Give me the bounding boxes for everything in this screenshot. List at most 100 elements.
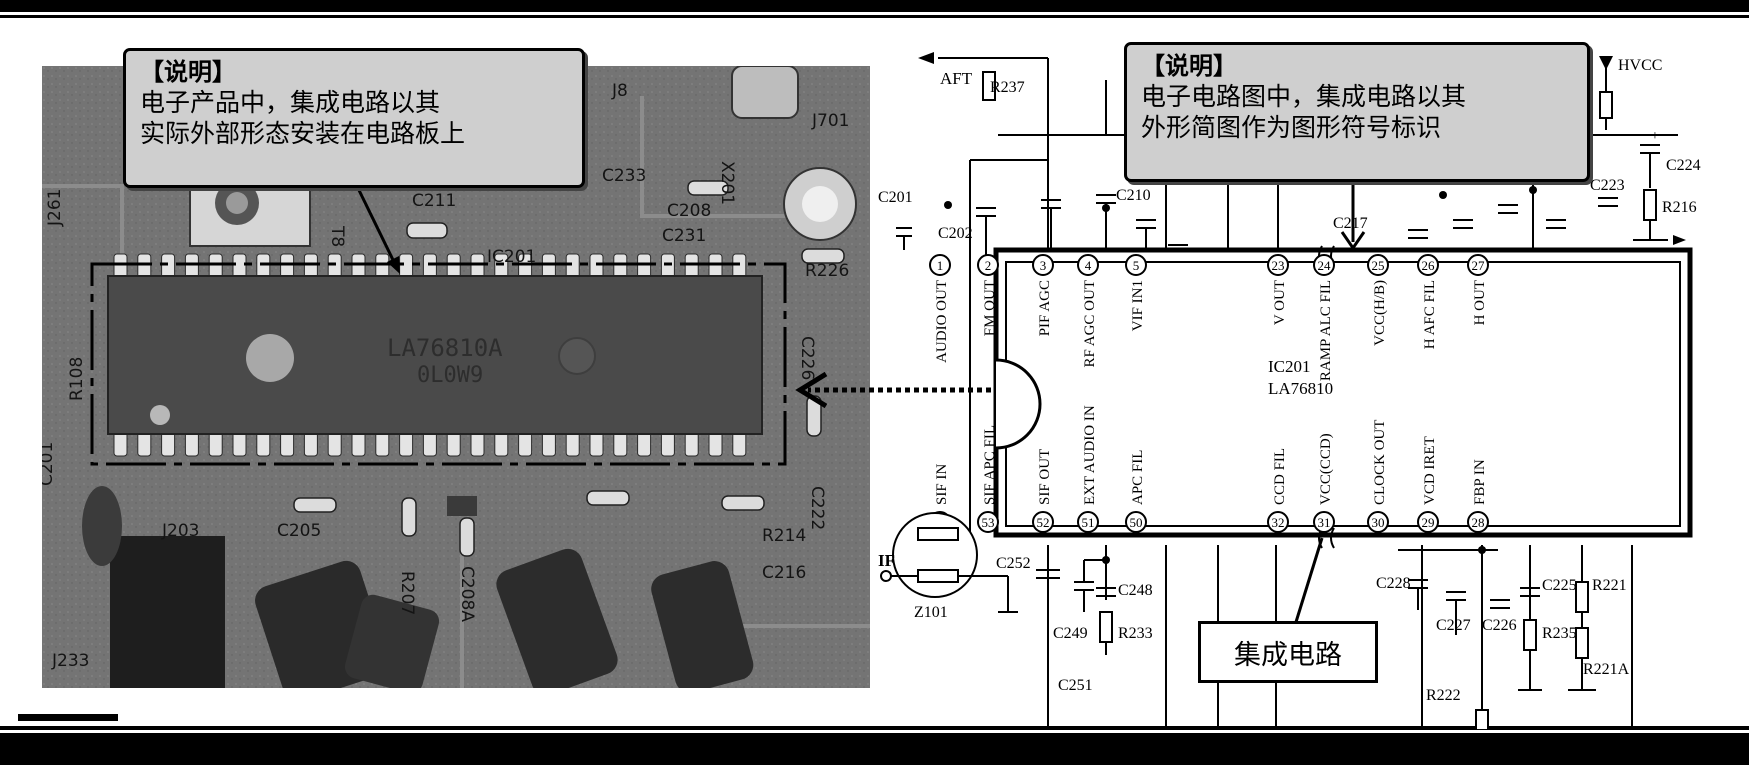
board-label-c233: C233 xyxy=(602,166,646,186)
signal-aft: AFT xyxy=(940,69,973,88)
bottom-pin-number: 32 xyxy=(1272,515,1285,530)
board-label-j261: J261 xyxy=(45,189,65,227)
top-pin-number: 4 xyxy=(1085,258,1092,273)
top-pin-circle xyxy=(1417,254,1439,276)
top-border-thin xyxy=(0,15,1749,18)
bottom-pin-name: APC FIL xyxy=(1130,450,1146,505)
label-c224: C224 xyxy=(1666,157,1701,174)
top-components xyxy=(896,71,1660,255)
right-callout-title: 【说明】 xyxy=(1141,52,1237,80)
bottom-pin-number: 51 xyxy=(1082,515,1095,530)
right-explanation-callout: 【说明】 电子电路图中，集成电路以其 外形简图作为图形符号标识 xyxy=(1124,42,1590,182)
top-pin-number: 5 xyxy=(1133,258,1140,273)
board-label-r214: R214 xyxy=(762,526,806,546)
bottom-pin-circle xyxy=(1267,511,1289,533)
label-c201: C201 xyxy=(878,189,913,206)
bottom-pin-name: VCD IRET xyxy=(1422,436,1438,505)
board-label-c205: C205 xyxy=(277,521,321,541)
top-capacitors xyxy=(731,66,857,241)
top-pin-circle xyxy=(929,254,951,276)
resistors xyxy=(293,180,845,557)
top-pin-number: 1 xyxy=(937,258,944,273)
left-callout-pointer xyxy=(353,181,397,265)
board-label-r226: R226 xyxy=(805,261,849,281)
bottom-pin-name: CCD FIL xyxy=(1272,448,1288,505)
top-pin-name: FM OUT xyxy=(982,280,998,336)
bottom-pin-number: 29 xyxy=(1422,515,1435,530)
chip-marking-2: 0L0W9 xyxy=(417,363,483,388)
label-c248: C248 xyxy=(1118,582,1153,599)
top-pin-number: 26 xyxy=(1422,258,1436,273)
top-pin-circle xyxy=(1467,254,1489,276)
ic-highlight-frame xyxy=(90,262,787,466)
bottom-pin-number: 30 xyxy=(1372,515,1385,530)
left-callout-title: 【说明】 xyxy=(140,58,236,86)
bottom-pin-number: 52 xyxy=(1037,515,1050,530)
label-r216: R216 xyxy=(1662,199,1697,216)
board-label-j8: J8 xyxy=(611,81,628,101)
label-r221: R221 xyxy=(1592,577,1627,594)
signal-hvcc: HVCC xyxy=(1618,57,1662,74)
top-pin-circle xyxy=(1077,254,1099,276)
board-label-c201: C201 xyxy=(42,442,57,486)
top-pin-circle xyxy=(1032,254,1054,276)
label-c227: C227 xyxy=(1436,617,1471,634)
top-pin-circle xyxy=(1313,254,1335,276)
signal-if: IF xyxy=(878,551,895,570)
board-label-c231: C231 xyxy=(662,226,706,246)
label-r221a: R221A xyxy=(1583,661,1630,678)
label-c202: C202 xyxy=(938,225,973,242)
top-pin-circle xyxy=(977,254,999,276)
pcb-photo-illustration: LA76810A 0L0W9 IC201 J261 T8 C201 R108 R… xyxy=(42,66,870,688)
bottom-pin-number: 28 xyxy=(1472,515,1485,530)
top-pin-number: 25 xyxy=(1372,258,1385,273)
bottom-pin-number: 53 xyxy=(982,515,995,530)
board-label-ic201: IC201 xyxy=(487,247,536,267)
plus-sign: + xyxy=(1651,129,1659,144)
board-label-r207: R207 xyxy=(397,571,417,615)
bottom-pin-circle xyxy=(1467,511,1489,533)
board-label-c226: C226 xyxy=(797,336,817,380)
bottom-pin-name: SIF OUT xyxy=(1037,449,1053,505)
board-label-r108: R108 xyxy=(67,357,87,401)
bottom-corner-block xyxy=(1548,748,1688,765)
top-border-band xyxy=(0,0,1749,12)
top-pin-number: 24 xyxy=(1318,258,1332,273)
ic-label-text: 集成电路 xyxy=(1234,639,1342,671)
bottom-pin-circle xyxy=(1032,511,1054,533)
bottom-pin-circle xyxy=(1125,511,1147,533)
board-label-j203: J203 xyxy=(161,521,199,541)
bottom-pin-circle xyxy=(1367,511,1389,533)
label-c252: C252 xyxy=(996,555,1031,572)
top-pin-number: 23 xyxy=(1272,258,1285,273)
label-c226: C226 xyxy=(1482,617,1517,634)
top-pin-number: 3 xyxy=(1040,258,1047,273)
bottom-short-bar xyxy=(18,714,118,721)
top-pin-number: 2 xyxy=(985,258,992,273)
label-r235: R235 xyxy=(1542,625,1577,642)
label-c225: C225 xyxy=(1542,577,1577,594)
bottom-pin-name: EXT AUDIO IN xyxy=(1082,405,1098,505)
board-label-x201: X201 xyxy=(717,161,737,205)
label-c251: C251 xyxy=(1058,677,1093,694)
top-pin-name: H AFC FIL xyxy=(1422,280,1438,349)
bottom-pin-number: 50 xyxy=(1130,515,1143,530)
label-c249: C249 xyxy=(1053,625,1088,642)
ic-part-number: LA76810 xyxy=(1268,379,1333,398)
top-pin-name: H OUT xyxy=(1472,280,1488,325)
ic-label-box: 集成电路 xyxy=(1198,621,1378,683)
top-pin-name: RAMP ALC FIL xyxy=(1318,280,1334,381)
top-pin-name: VIF IN1 xyxy=(1130,280,1146,331)
bottom-border-band xyxy=(0,733,1749,765)
bottom-border-thin xyxy=(0,726,1749,730)
left-explanation-callout: 【说明】 电子产品中，集成电路以其 实际外部形态安装在电路板上 xyxy=(123,48,585,188)
bottom-pin-name: SIF APC FIL xyxy=(982,425,998,505)
right-callout-line2: 外形简图作为图形符号标识 xyxy=(1141,113,1442,142)
top-pin-name: V OUT xyxy=(1272,280,1288,325)
label-r222: R222 xyxy=(1426,687,1461,704)
label-c228: C228 xyxy=(1376,575,1411,592)
label-z101: Z101 xyxy=(914,604,948,621)
bottom-components xyxy=(938,559,1596,730)
